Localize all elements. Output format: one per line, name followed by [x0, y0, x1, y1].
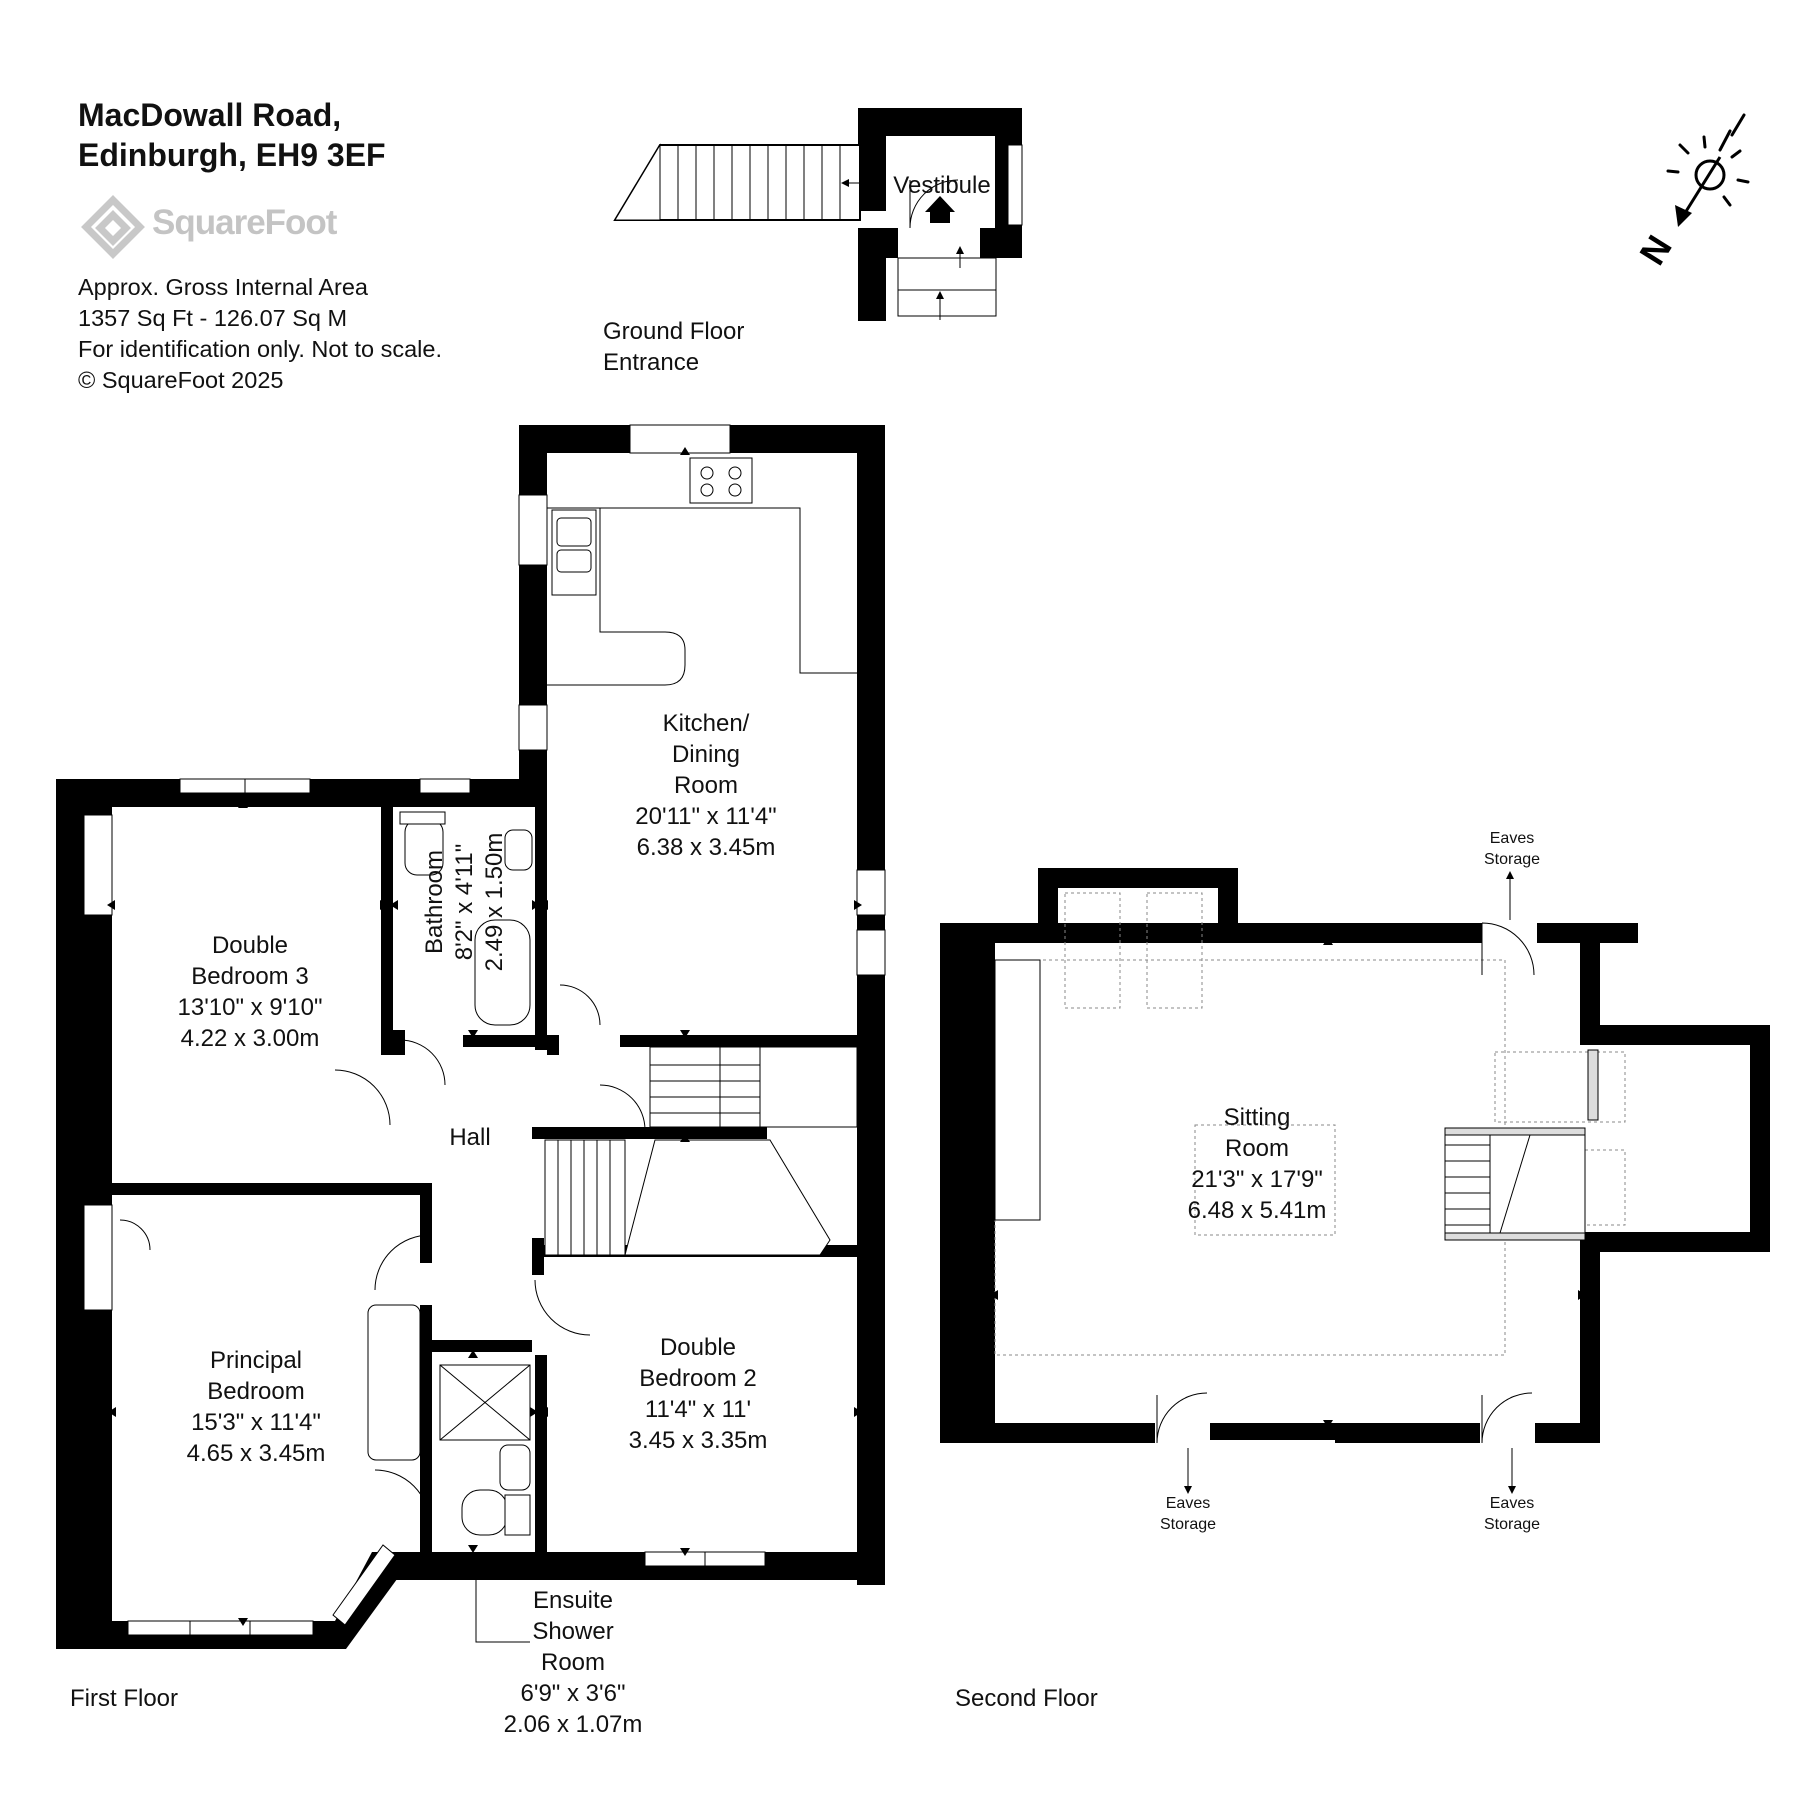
principal-imperial: 15'3" x 11'4": [191, 1409, 321, 1436]
dimension-tick: [530, 1407, 538, 1417]
dimension-tick: [424, 1407, 432, 1417]
dimension-tick: [238, 800, 248, 808]
kitchen-name: Kitchen/ Dining Room: [662, 710, 750, 799]
ensuite-label: Ensuite Shower Room 6'9" x 3'6" 2.06 x 1…: [504, 1585, 643, 1740]
vestibule-wall-left-upper: [858, 108, 886, 211]
principal-metric: 4.65 x 3.45m: [186, 1440, 326, 1467]
area-value: 1357 Sq Ft - 126.07 Sq M: [78, 305, 348, 331]
stair-step-line: [1499, 1134, 1531, 1234]
kitchen-label: Kitchen/ Dining Room 20'11" x 11'4" 6.38…: [635, 708, 776, 863]
brand-logo: SquareFoot: [78, 195, 337, 265]
sitting-name: Sitting Room: [1223, 1104, 1291, 1162]
dimension-tick: [238, 1618, 248, 1626]
dimension-tick: [540, 900, 548, 910]
dimension-tick: [854, 1407, 862, 1417]
dimension-tick: [680, 447, 690, 455]
address-line-1: MacDowall Road,: [78, 97, 342, 133]
dimension-tick: [380, 900, 388, 910]
principal-name: Principal Bedroom: [207, 1347, 305, 1405]
ensuite-imperial: 6'9" x 3'6": [520, 1680, 626, 1707]
sitting-room-label: Sitting Room 21'3" x 17'9" 6.48 x 5.41m: [1188, 1102, 1327, 1226]
kitchen-imperial: 20'11" x 11'4": [635, 803, 777, 830]
dimension-tick: [468, 1545, 478, 1553]
brand-name: SquareFoot: [152, 203, 337, 242]
dimension-tick: [990, 1290, 998, 1300]
dimension-tick: [532, 900, 540, 910]
squarefoot-logo-icon: [81, 195, 145, 259]
second-floor: [940, 868, 1770, 1494]
dimension-tick: [854, 900, 862, 910]
bathroom-metric: 2.49 x 1.50m: [481, 832, 508, 972]
dimension-tick: [680, 1548, 690, 1556]
sitting-imperial: 21'3" x 17'9": [1191, 1166, 1323, 1193]
copyright: © SquareFoot 2025: [78, 367, 284, 393]
ground-floor-label: Ground Floor Entrance: [603, 318, 745, 376]
bedroom2-name: Double Bedroom 2: [639, 1334, 757, 1392]
area-info: Approx. Gross Internal Area 1357 Sq Ft -…: [78, 272, 442, 396]
bedroom2-metric: 3.45 x 3.35m: [628, 1427, 768, 1454]
sitting-metric: 6.48 x 5.41m: [1187, 1197, 1327, 1224]
dimension-tick: [680, 1134, 690, 1142]
bathroom-imperial: 8'2" x 4'11": [451, 843, 478, 961]
dimension-tick: [680, 1030, 690, 1038]
ensuite-metric: 2.06 x 1.07m: [503, 1711, 643, 1738]
bathroom-label: Bathroom 8'2" x 4'11" 2.49 x 1.50m: [420, 833, 510, 972]
dimension-tick: [107, 900, 115, 910]
dimension-tick: [1578, 1290, 1586, 1300]
bedroom3-metric: 4.22 x 3.00m: [180, 1025, 320, 1052]
dimension-tick: [390, 900, 398, 910]
first-floor-label: First Floor: [70, 1685, 178, 1712]
bedroom2-label: Double Bedroom 2 11'4" x 11' 3.45 x 3.35…: [629, 1332, 768, 1456]
bedroom3-imperial: 13'10" x 9'10": [177, 994, 323, 1021]
address-line-2: Edinburgh, EH9 3EF: [78, 137, 386, 173]
vestibule-wall-left-lower: [858, 228, 886, 321]
address-title: MacDowall Road, Edinburgh, EH9 3EF: [78, 95, 386, 175]
compass-north-letter: N: [1631, 228, 1680, 272]
second-floor-label: Second Floor: [955, 1685, 1098, 1712]
eaves-storage-bottom-right-label: Eaves Storage: [1483, 1495, 1541, 1533]
eaves-storage-bottom-left-label: Eaves Storage: [1159, 1495, 1217, 1533]
disclaimer: For identification only. Not to scale.: [78, 336, 442, 362]
first-floor: [56, 424, 886, 1649]
dimension-tick: [238, 1187, 248, 1195]
dimension-tick: [468, 1030, 478, 1038]
dimension-tick: [1323, 937, 1333, 945]
bathroom-name: Bathroom: [421, 849, 448, 955]
eaves-storage-top-label: Eaves Storage: [1483, 830, 1541, 868]
vestibule-label: Vestibule: [893, 172, 991, 199]
dimension-tick: [1323, 1420, 1333, 1428]
ground-floor-entrance: [613, 108, 1023, 321]
dimension-tick: [468, 792, 478, 800]
area-label: Approx. Gross Internal Area: [78, 274, 368, 300]
principal-bedroom-label: Principal Bedroom 15'3" x 11'4" 4.65 x 3…: [187, 1345, 326, 1469]
compass-icon: N: [1631, 113, 1750, 272]
bedroom3-label: Double Bedroom 3 13'10" x 9'10" 4.22 x 3…: [178, 930, 323, 1054]
dimension-tick: [468, 1350, 478, 1358]
kitchen-metric: 6.38 x 3.45m: [636, 834, 776, 861]
ensuite-name: Ensuite Shower Room: [532, 1587, 614, 1676]
dimension-tick: [108, 1407, 116, 1417]
bedroom2-imperial: 11'4" x 11': [644, 1396, 752, 1423]
hall-label: Hall: [449, 1124, 491, 1151]
bedroom3-name: Double Bedroom 3: [191, 932, 309, 990]
dimension-tick: [540, 1407, 548, 1417]
